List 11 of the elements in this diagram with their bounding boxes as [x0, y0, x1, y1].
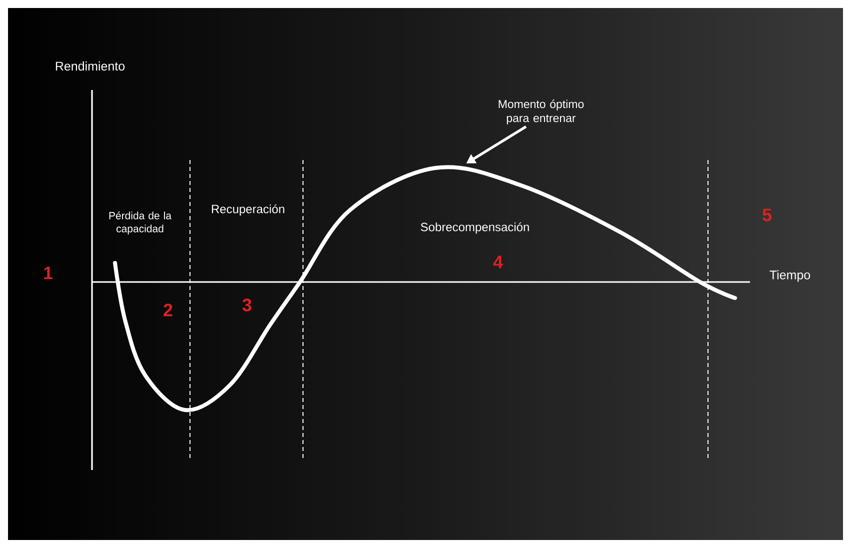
phase-number: 5	[762, 208, 772, 222]
phase-number: 2	[164, 304, 172, 316]
phase-label: Sobrecompensación	[420, 222, 529, 234]
phase-number: 1	[44, 266, 53, 280]
phase-label: Pérdida de la capacidad	[109, 212, 172, 234]
axis-label: Rendimiento	[56, 61, 125, 71]
phase-number: 4	[493, 256, 503, 268]
axis-label: Tiempo	[770, 270, 810, 282]
phase-label: Recuperación	[212, 204, 284, 216]
callout-text: Momento óptimo para entrenar	[498, 100, 584, 124]
phase-number: 3	[242, 298, 252, 312]
